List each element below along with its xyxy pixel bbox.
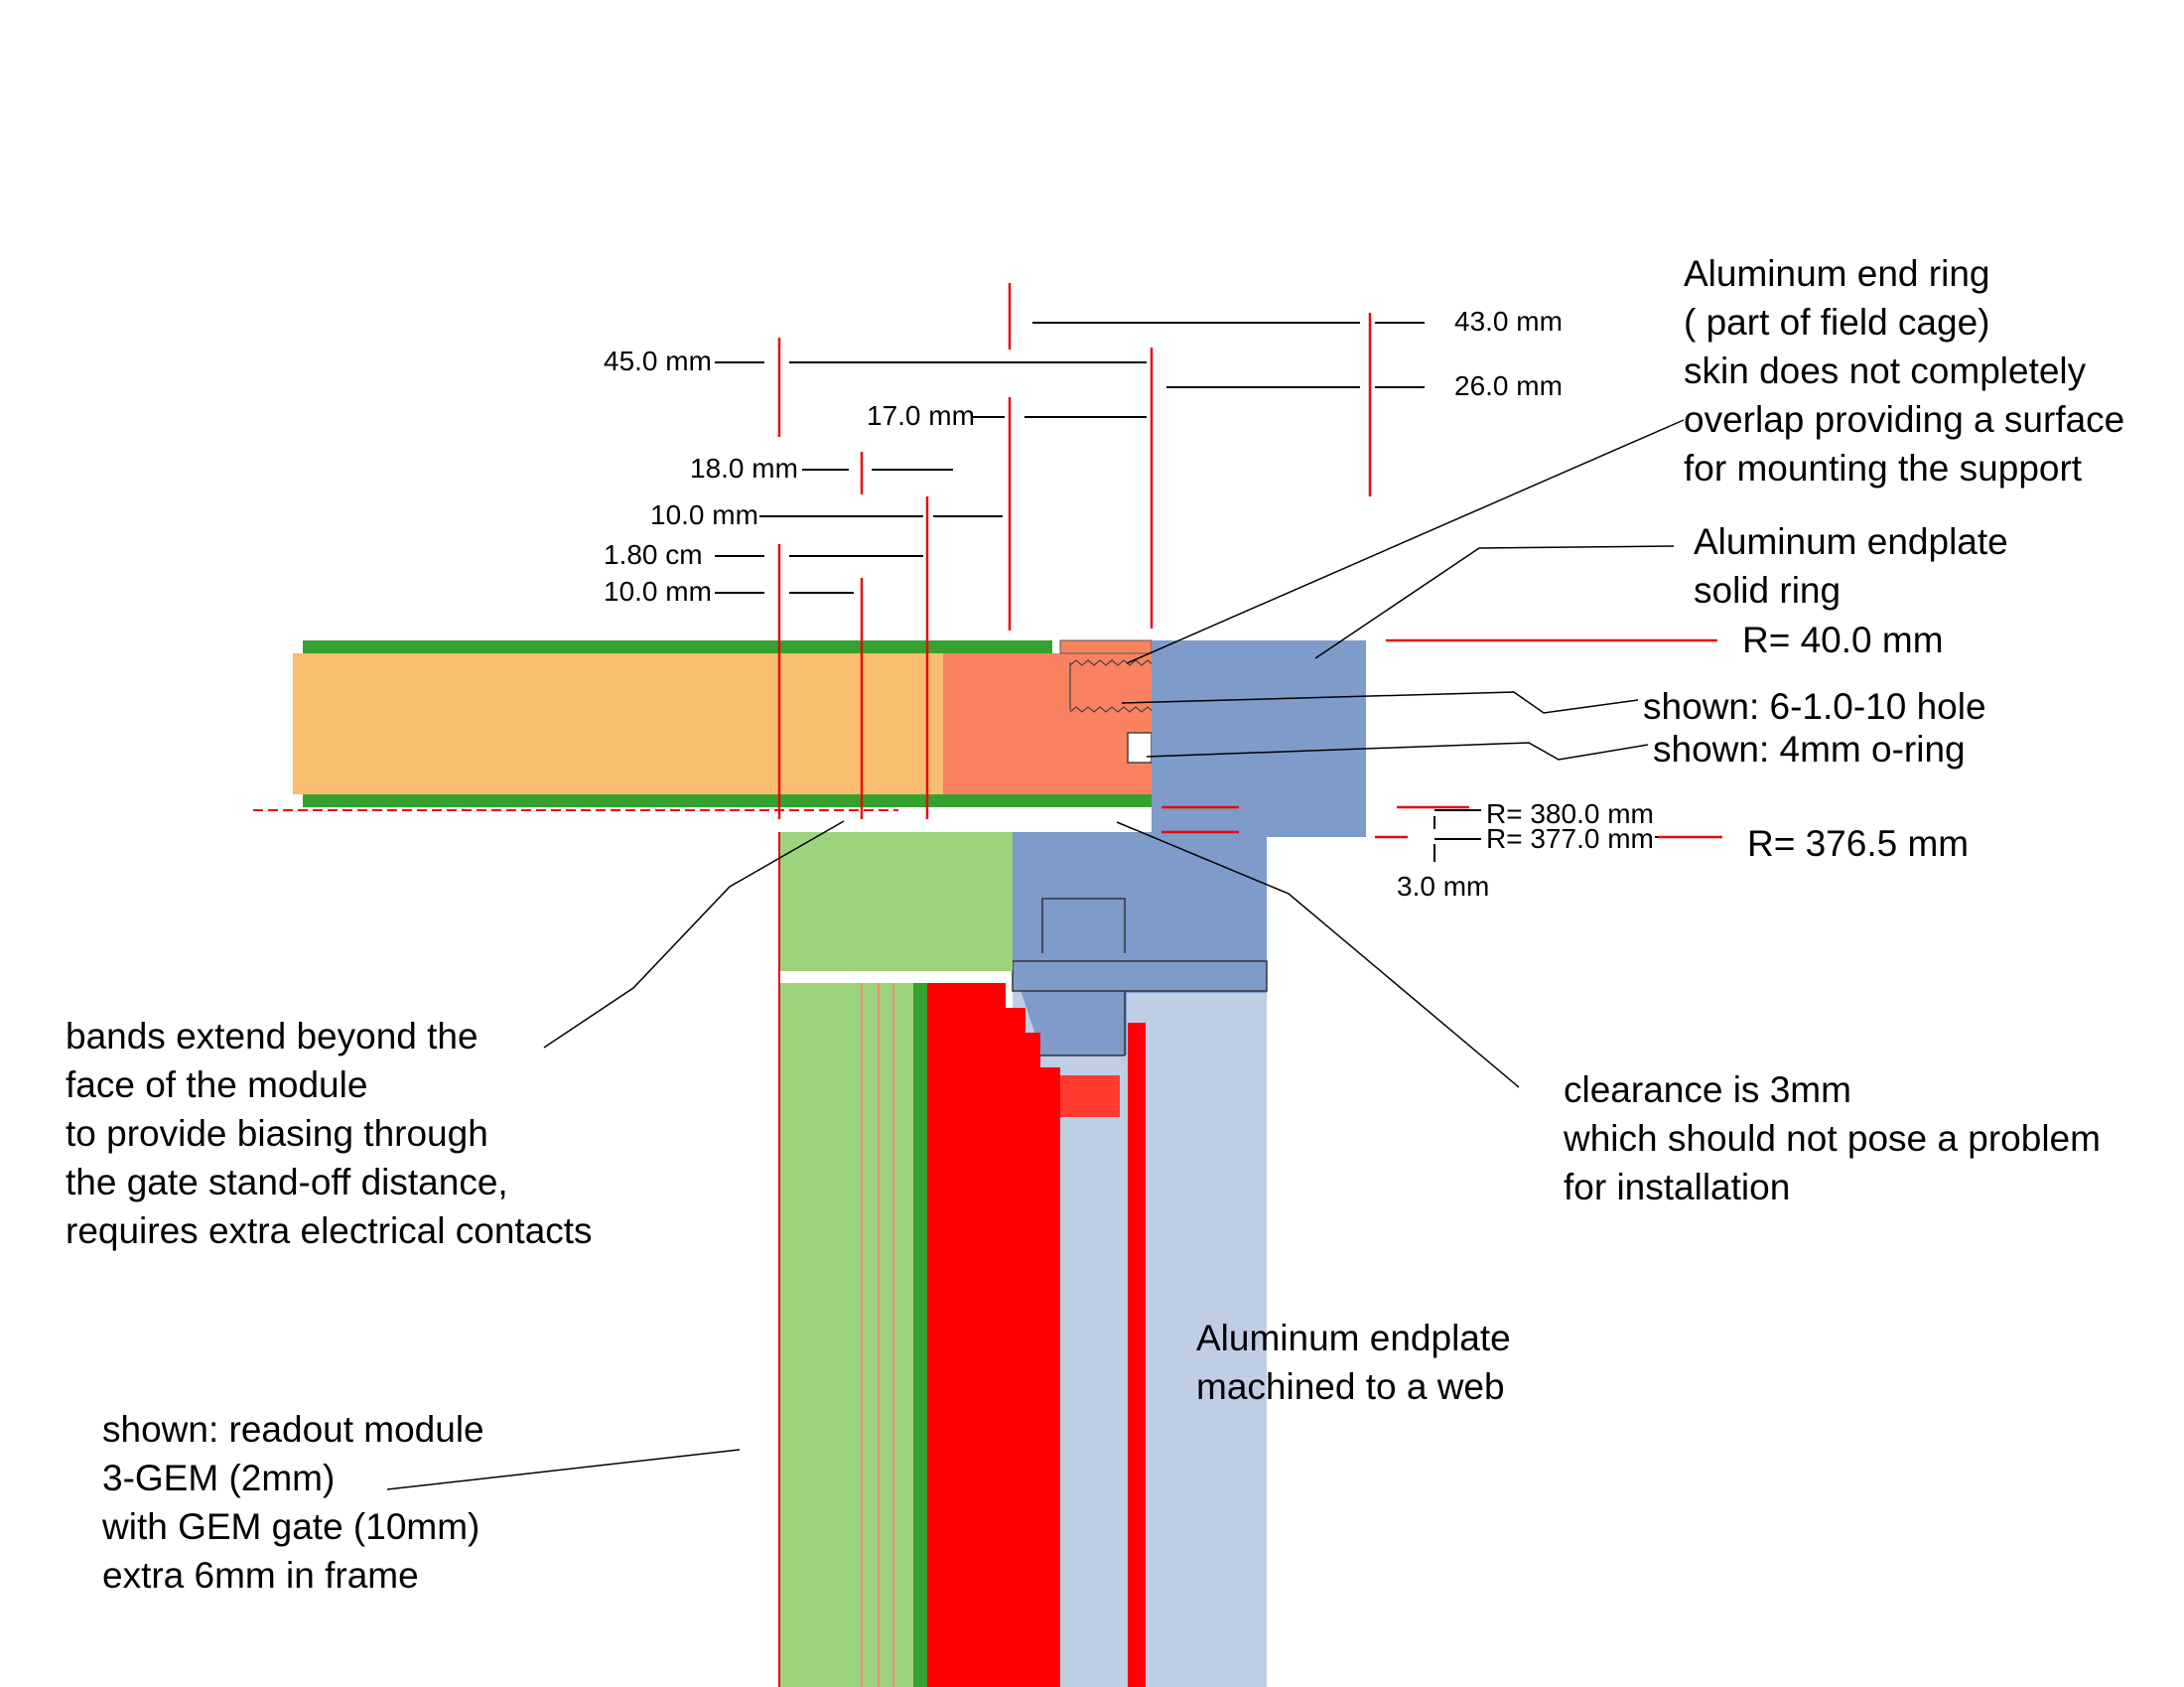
note-solid-ring: Aluminum endplate solid ring xyxy=(1694,521,2018,611)
ring-notch xyxy=(1059,639,1153,654)
dim-label-45: 45.0 mm xyxy=(604,346,712,376)
dim-label-17: 17.0 mm xyxy=(867,400,975,431)
dim-label-10a: 10.0 mm xyxy=(650,499,758,530)
module-frame-top xyxy=(779,832,1013,971)
note-hole: shown: 6-1.0-10 hole xyxy=(1643,686,1986,727)
dim-label-18: 18.0 mm xyxy=(690,453,798,484)
gem-contact xyxy=(1060,1075,1120,1117)
dim-label-r380: R= 380.0 mm xyxy=(1486,798,1654,829)
dimension-extension-lines xyxy=(777,283,1722,839)
honeycomb-core xyxy=(293,653,948,794)
dim-label-r377: R= 377.0 mm xyxy=(1486,823,1654,854)
note-web: Aluminum endplate machined to a web xyxy=(1196,1318,1521,1407)
note-module: shown: readout module 3-GEM (2mm) with G… xyxy=(101,1409,494,1596)
upper-skin xyxy=(303,640,1052,653)
endplate-flange xyxy=(1012,960,1268,992)
end-ring-insert xyxy=(943,653,1152,794)
dimension-leader-lines xyxy=(715,322,1658,862)
endplate-step-outline xyxy=(1041,898,1126,953)
radius-label-40: R= 40.0 mm xyxy=(1742,620,1944,660)
gem-stack xyxy=(927,983,1060,1687)
endplate-solid-ring xyxy=(1152,640,1366,837)
field-cage-wall xyxy=(253,639,1155,811)
note-end-ring: Aluminum end ring ( part of field cage) … xyxy=(1684,253,2135,489)
dim-label-180: 1.80 cm xyxy=(604,539,703,570)
gate-green-layer xyxy=(913,983,927,1687)
note-oring: shown: 4mm o-ring xyxy=(1653,729,1966,770)
lower-skin xyxy=(303,794,1152,807)
radius-label-376: R= 376.5 mm xyxy=(1747,823,1969,864)
annotation-leader-lines xyxy=(386,419,1685,1490)
module-frame xyxy=(779,983,913,1687)
gem-readout-strip xyxy=(1128,1023,1146,1687)
note-clearance: clearance is 3mm which should not pose a… xyxy=(1563,1069,2111,1207)
dim-label-10b: 10.0 mm xyxy=(604,576,712,607)
thread-hole-icon xyxy=(1069,659,1155,713)
readout-module xyxy=(778,832,1146,1687)
o-ring-icon xyxy=(1127,732,1153,764)
note-bands: bands extend beyond the face of the modu… xyxy=(66,1016,593,1251)
dim-label-26: 26.0 mm xyxy=(1454,370,1563,401)
dim-label-3: 3.0 mm xyxy=(1397,871,1489,902)
dim-label-43: 43.0 mm xyxy=(1454,306,1563,337)
dimension-labels: 43.0 mm 45.0 mm 26.0 mm 17.0 mm 18.0 mm … xyxy=(604,306,1654,902)
